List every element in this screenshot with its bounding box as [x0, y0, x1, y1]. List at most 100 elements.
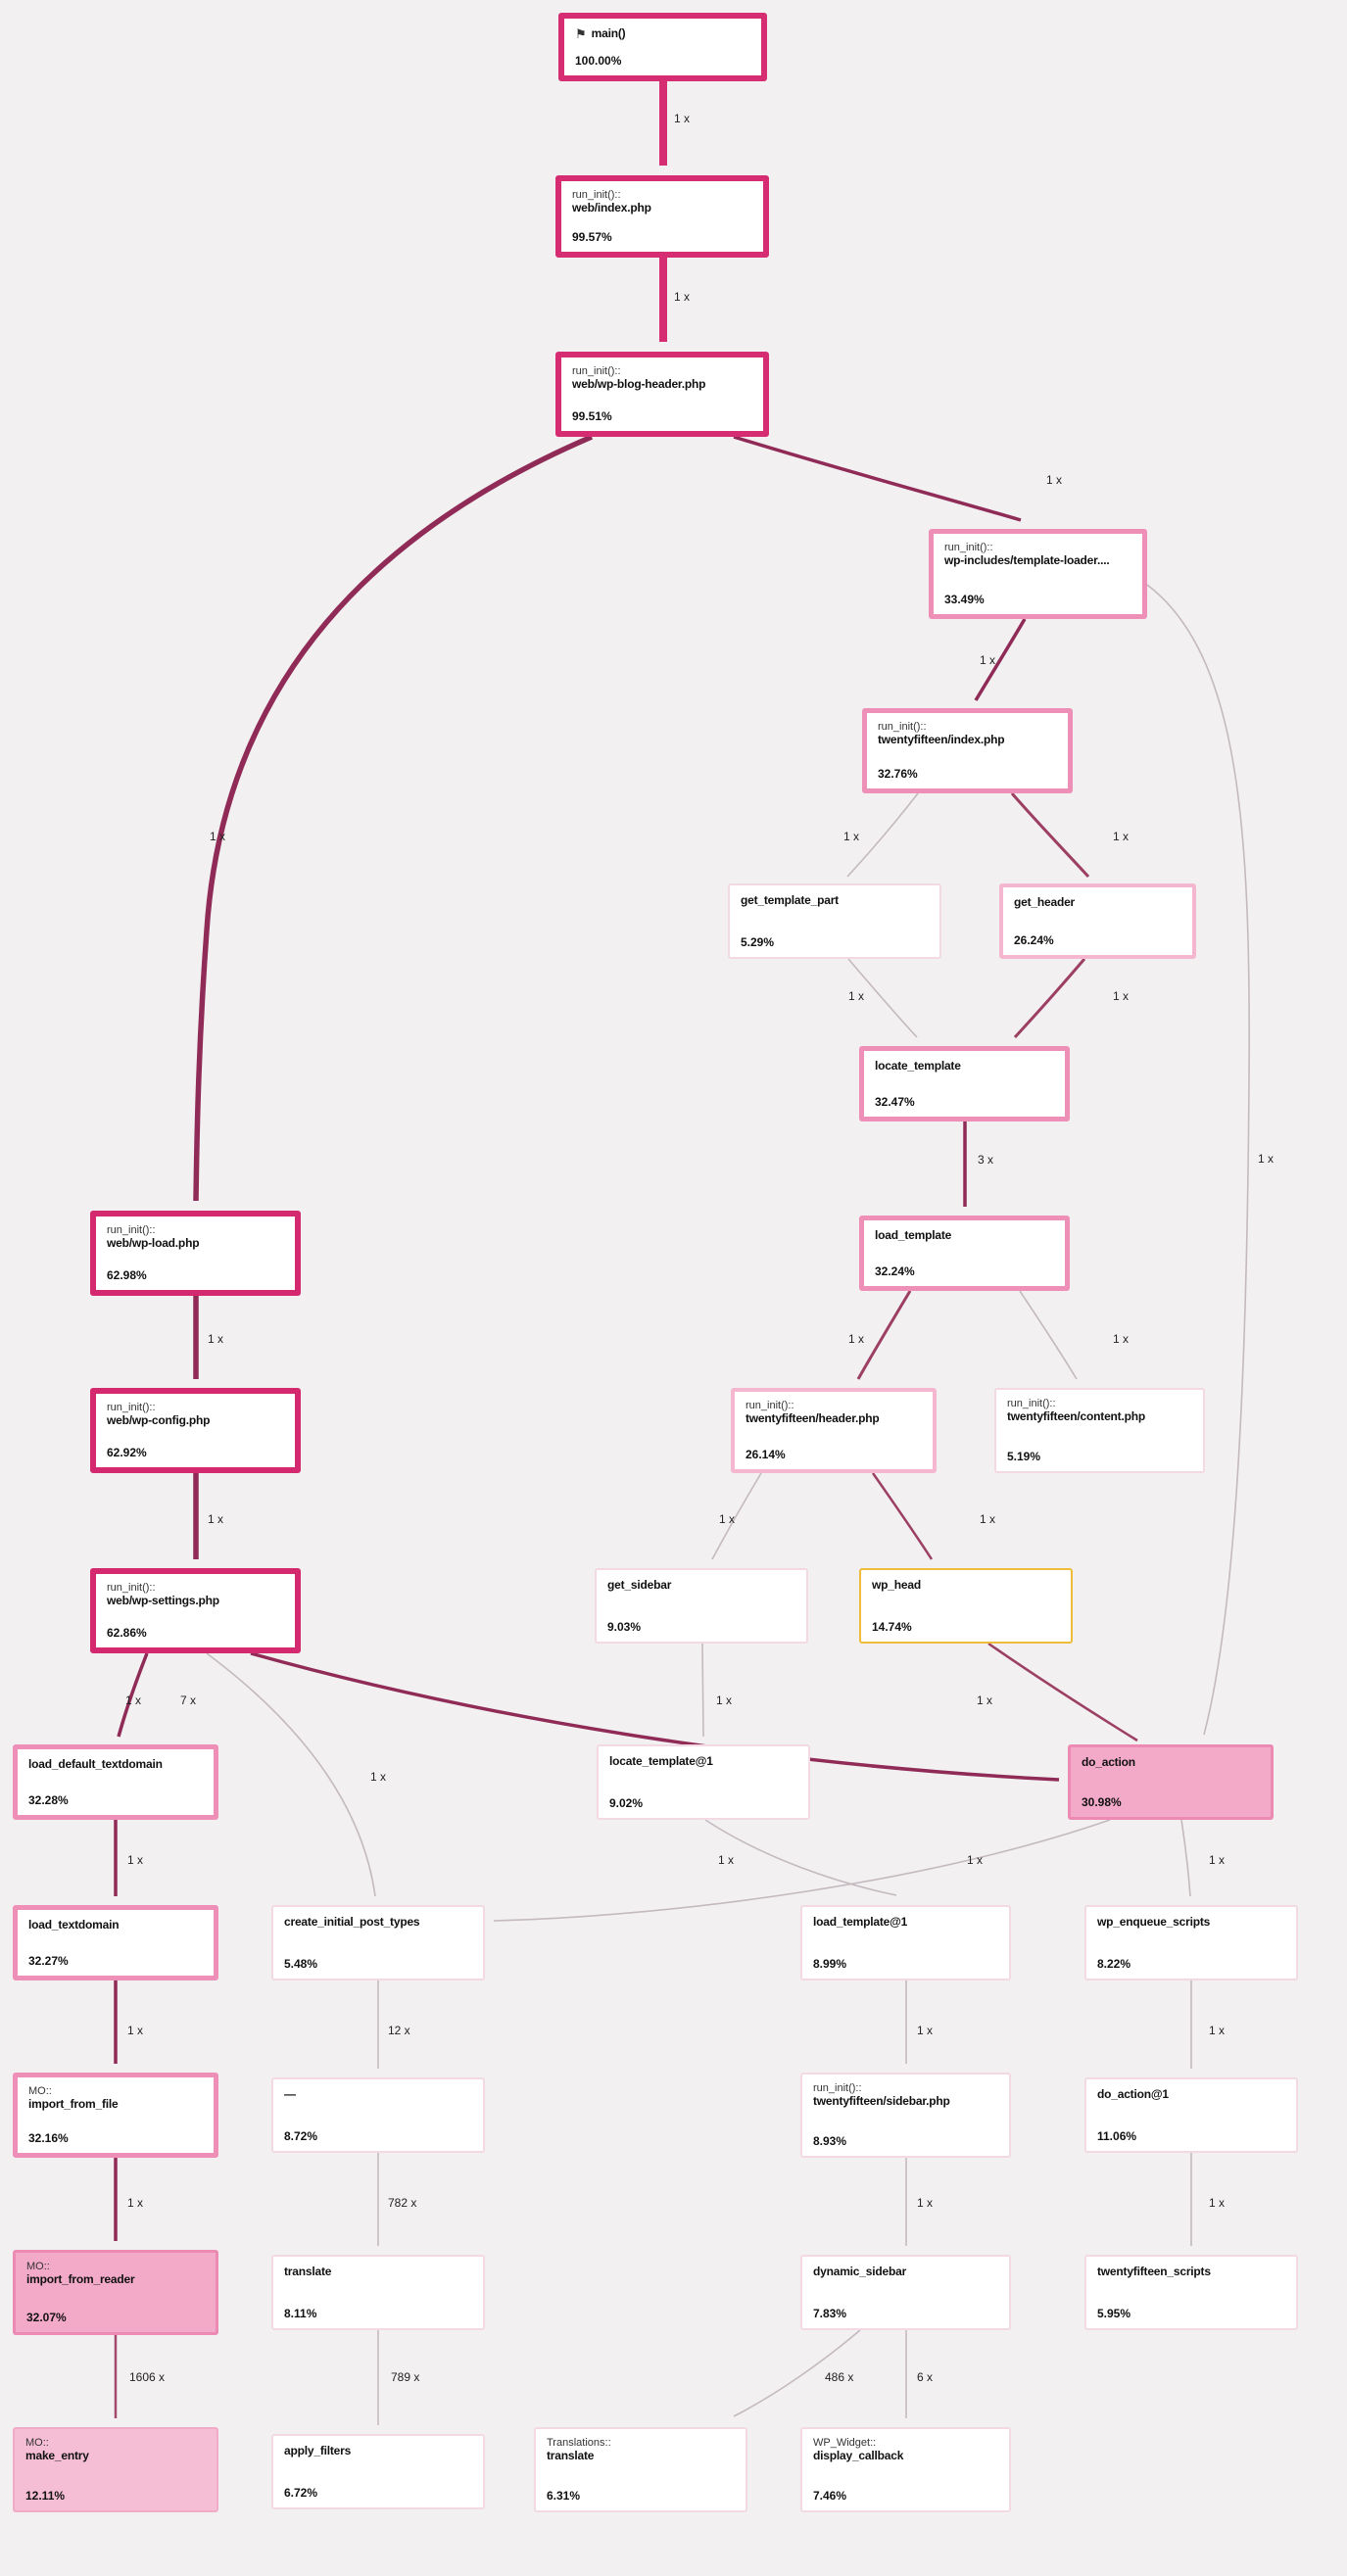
node-function-name: wp_enqueue_scripts	[1097, 1915, 1211, 1929]
node-percent: 12.11%	[25, 2489, 66, 2503]
edge-count-label-gsidebar-lt1: 1 x	[716, 1693, 732, 1707]
edge-count-label-loadtemplate-tfheader: 1 x	[848, 1332, 864, 1346]
node-percent: 9.02%	[609, 1796, 644, 1810]
edge-count-label-main-index: 1 x	[674, 112, 690, 125]
node-percent: 5.19%	[1007, 1450, 1041, 1463]
edge-gheader-ltemplate	[1013, 958, 1086, 1039]
node-percent: 26.14%	[746, 1448, 786, 1461]
edge-tloader-doaction	[1146, 584, 1250, 1736]
node-function-name: import_from_file	[28, 2097, 119, 2111]
edge-count-label-ldt-ltd: 1 x	[127, 1853, 143, 1867]
node-percent: 8.22%	[1097, 1957, 1131, 1971]
node-prefix: run_init()::	[746, 1400, 794, 1411]
edge-blogheader-tloader	[733, 435, 1022, 522]
edge-count-label-index-blogheader: 1 x	[674, 290, 690, 304]
edge-tloader-tfindex	[974, 618, 1027, 701]
edge-count-label-doaction-cipt: 1 x	[967, 1853, 983, 1867]
edge-count-label-tloader-doaction: 1 x	[1258, 1152, 1274, 1166]
edge-gtp-ltemplate	[847, 958, 918, 1038]
edge-wpsettings-cipt	[206, 1652, 376, 1897]
node-percent: 99.51%	[572, 409, 612, 423]
edge-count-label-wphead-doaction: 1 x	[977, 1693, 992, 1707]
edge-count-label-da1-tfscripts: 1 x	[1209, 2196, 1225, 2210]
edge-count-label-loadtemplate-tfcontent: 1 x	[1113, 1332, 1129, 1346]
edge-wpsettings-ldt	[117, 1652, 149, 1738]
node-function-name: do_action	[1082, 1755, 1135, 1769]
edge-count-label-tfheader-gsidebar: 1 x	[719, 1512, 735, 1526]
node-percent: 33.49%	[944, 593, 985, 606]
flag-icon: ⚑	[575, 25, 587, 41]
edge-doaction-wes	[1180, 1819, 1191, 1897]
edge-count-label-dynsb-displaycb: 6 x	[917, 2370, 933, 2384]
edge-count-label-cipt-dash: 12 x	[388, 2024, 410, 2037]
node-function-name: make_entry	[25, 2449, 89, 2462]
node-function-name: web/wp-config.php	[107, 1413, 211, 1427]
node-prefix: run_init()::	[107, 1402, 156, 1413]
node-percent: 9.03%	[607, 1620, 642, 1634]
node-function-name: get_template_part	[741, 893, 839, 907]
node-percent: 32.27%	[28, 1954, 69, 1968]
edge-blogheader-wpload	[193, 434, 594, 1202]
node-function-name: dynamic_sidebar	[813, 2265, 907, 2278]
node-percent: 32.24%	[875, 1264, 915, 1278]
node-percent: 30.98%	[1082, 1795, 1122, 1809]
node-percent: 26.24%	[1014, 933, 1054, 947]
node-prefix: run_init()::	[813, 2082, 862, 2094]
edge-lt1-loadtpl1	[704, 1819, 897, 1896]
node-prefix: MO::	[25, 2437, 49, 2449]
node-wes: wp_enqueue_scripts 8.22%	[1084, 1905, 1298, 1980]
edge-count-label-wpsettings-cipt: 1 x	[370, 1770, 386, 1784]
edge-count-label-tfheader-wphead: 1 x	[980, 1512, 995, 1526]
node-prefix: run_init()::	[107, 1224, 156, 1236]
edge-count-label-tfindex-gheader: 1 x	[1113, 830, 1129, 843]
edge-count-label-wpsettings-ldt: 1 x	[125, 1693, 141, 1707]
node-percent: 6.31%	[547, 2489, 581, 2503]
edge-tfheader-gsidebar	[711, 1472, 762, 1560]
node-function-name: load_template	[875, 1228, 952, 1242]
node-main: ⚑main()100.00%	[558, 13, 767, 81]
node-dynsb: dynamic_sidebar 7.83%	[800, 2255, 1011, 2330]
edge-count-label-ltd-iff: 1 x	[127, 2024, 143, 2037]
edge-count-label-translate-applyfilters: 789 x	[391, 2370, 419, 2384]
node-doaction: do_action 30.98%	[1068, 1744, 1274, 1820]
edge-count-label-wpload-wpconfig: 1 x	[208, 1332, 223, 1346]
edge-count-label-dynsb-ttranslate: 486 x	[825, 2370, 853, 2384]
node-percent: 7.83%	[813, 2307, 847, 2320]
node-function-name: wp-includes/template-loader....	[944, 553, 1110, 567]
node-prefix: run_init()::	[878, 721, 927, 733]
node-prefix: run_init()::	[107, 1582, 156, 1594]
node-prefix: MO::	[28, 2085, 52, 2097]
node-prefix: Translations::	[547, 2437, 611, 2449]
node-function-name: load_textdomain	[28, 1918, 120, 1932]
node-percent: 32.76%	[878, 767, 918, 781]
edge-loadtemplate-tfheader	[856, 1290, 912, 1380]
edge-count-label-tloader-tfindex: 1 x	[980, 653, 995, 667]
node-percent: 62.92%	[107, 1446, 147, 1459]
node-function-name: apply_filters	[284, 2444, 352, 2457]
node-ltd: load_textdomain 32.27%	[13, 1905, 218, 1980]
node-percent: 5.48%	[284, 1957, 318, 1971]
edge-count-label-wpsettings-doaction: 7 x	[180, 1693, 196, 1707]
node-function-name: do_action@1	[1097, 2087, 1169, 2101]
edge-wpsettings-doaction	[250, 1651, 1060, 1782]
node-function-name: locate_template	[875, 1059, 961, 1073]
node-dash: —8.72%	[271, 2077, 485, 2153]
edge-tfindex-gheader	[1010, 792, 1090, 879]
node-prefix: MO::	[26, 2261, 50, 2272]
